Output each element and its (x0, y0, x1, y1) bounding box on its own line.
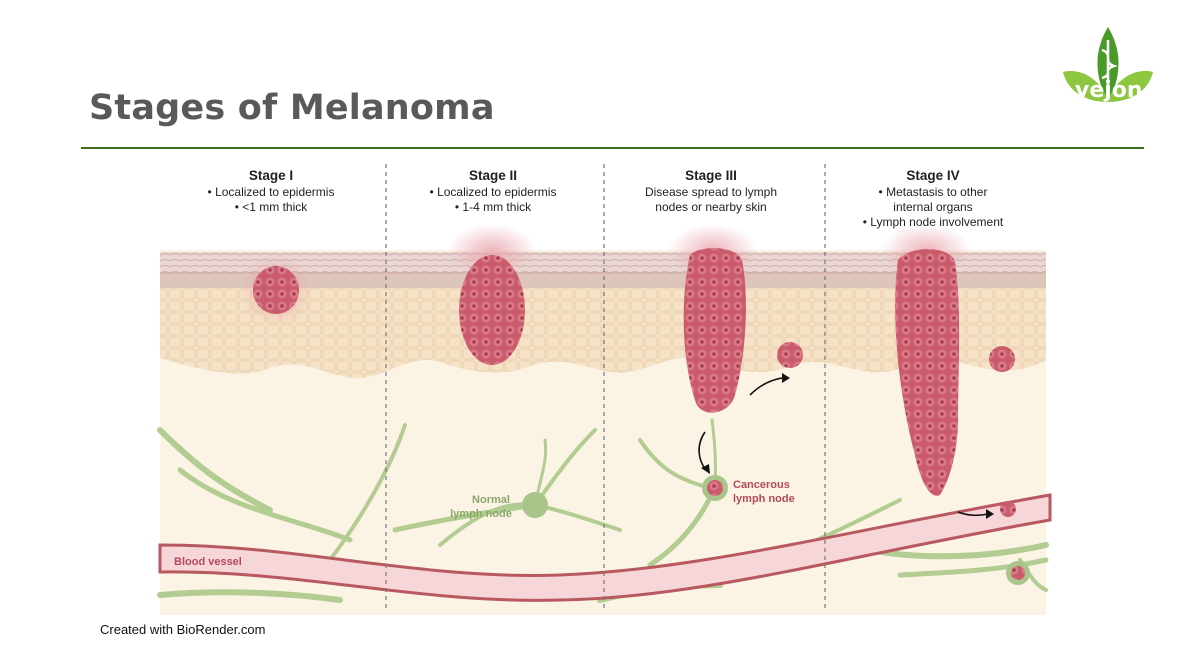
title-divider (81, 147, 1144, 149)
stage-1-heading: Stage I (248, 168, 294, 183)
stage-4-line-1: • Metastasis to other (878, 185, 988, 199)
circulating-tumor-cell (1000, 501, 1016, 517)
stage-2-line-1: • Localized to epidermis (429, 185, 557, 199)
credit-text: Created with BioRender.com (100, 622, 266, 637)
normal-lymph-node (522, 492, 548, 518)
stage-1-line-2: • <1 mm thick (234, 200, 308, 214)
normal-node-label-2: lymph node (450, 508, 512, 520)
stage-1-tumor (253, 266, 299, 314)
stage-1-line-1: • Localized to epidermis (207, 185, 335, 199)
stage-3-nearby-cluster (777, 342, 803, 368)
stage-2-header: Stage II • Localized to epidermis • 1-4 … (383, 168, 603, 215)
stage-3-line-1: Disease spread to lymph (644, 185, 778, 199)
stage-2-tumor (459, 255, 525, 365)
stage-2-line-2: • 1-4 mm thick (454, 200, 532, 214)
page-title: Stages of Melanoma (89, 88, 495, 128)
stage-4-tumor (895, 248, 960, 496)
stage-3-tumor (683, 248, 746, 413)
stage-2-heading: Stage II (468, 168, 517, 183)
cancerous-node-label-2: lymph node (733, 493, 795, 505)
normal-node-label-1: Normal (472, 494, 510, 506)
cancerous-node-label-1: Cancerous (733, 479, 790, 491)
vejon-logo (1063, 27, 1153, 102)
logo-text: vejon (1075, 78, 1143, 103)
stage-3-heading: Stage III (685, 168, 737, 183)
stage-1-header: Stage I • Localized to epidermis • <1 mm… (161, 168, 381, 215)
stage-dividers (385, 164, 826, 612)
stage-4-header: Stage IV • Metastasis to other internal … (823, 168, 1043, 230)
stage-4-nearby-cluster (989, 346, 1015, 372)
stage-3-line-2: nodes or nearby skin (655, 200, 767, 214)
stage-4-line-2: internal organs (893, 200, 973, 214)
stage-4-line-3: • Lymph node involvement (862, 215, 1004, 229)
stage-4-heading: Stage IV (906, 168, 960, 183)
stage-3-header: Stage III Disease spread to lymph nodes … (601, 168, 821, 215)
blood-vessel (158, 493, 1052, 602)
blood-vessel-label: Blood vessel (174, 556, 242, 568)
